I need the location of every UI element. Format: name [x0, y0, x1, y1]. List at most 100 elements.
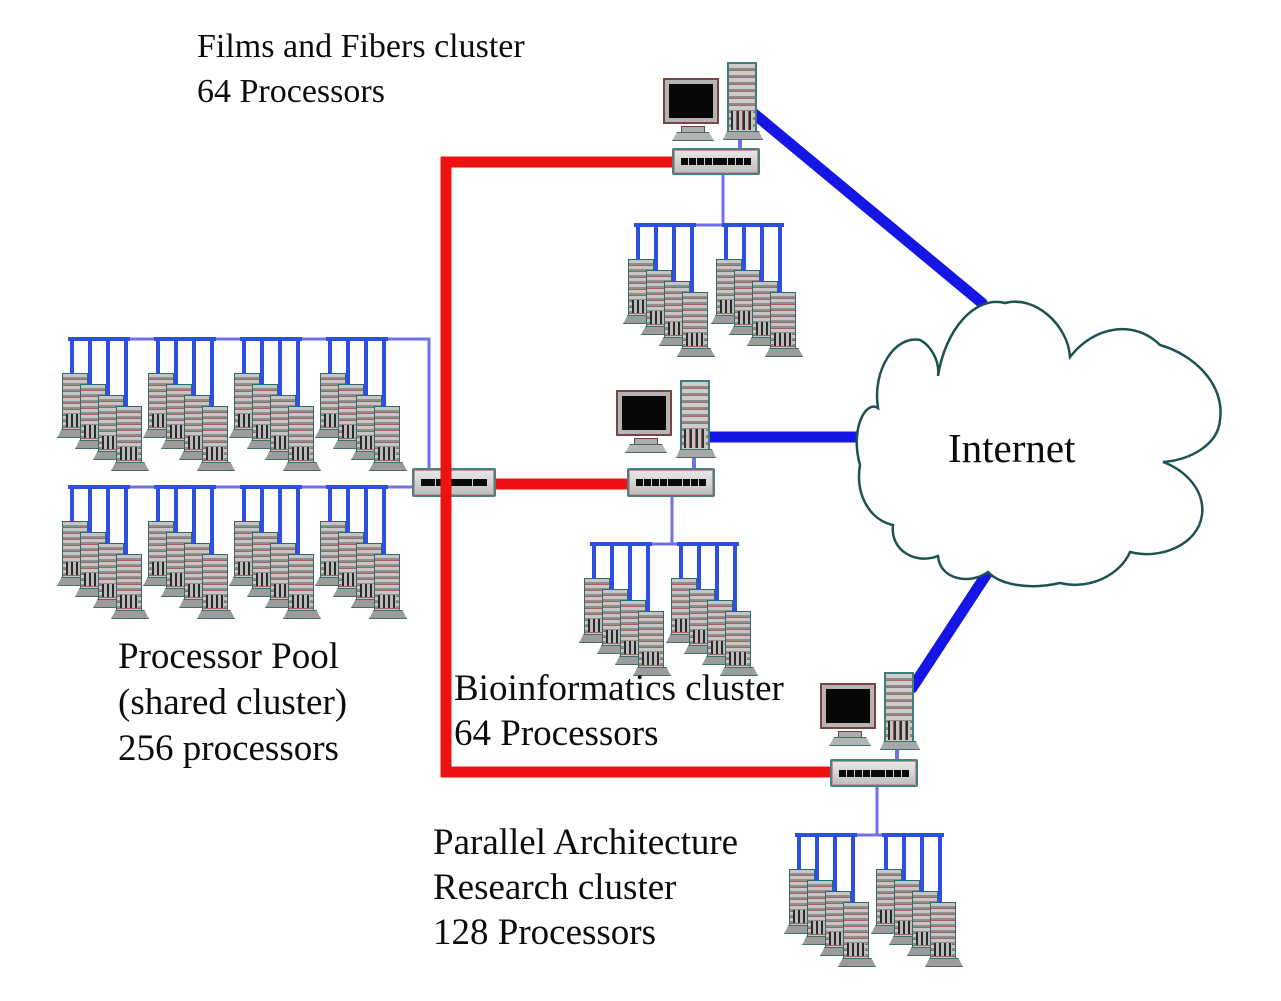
films-switch-icon — [672, 148, 760, 175]
bio-cluster-label-line2: 64 Processors — [454, 713, 659, 754]
switch-port — [862, 769, 870, 777]
pool-server-group — [148, 485, 240, 621]
cluster-cable-connector — [154, 485, 216, 489]
server-vent — [774, 333, 792, 346]
server-tower-icon — [288, 338, 314, 464]
switch-port — [683, 479, 691, 486]
processor-pool-label-line1: Processor Pool — [118, 636, 339, 677]
pool-server-group — [234, 485, 326, 621]
switch-port — [712, 158, 720, 165]
server-tower-icon — [682, 224, 708, 350]
cluster-cable-connector — [240, 485, 302, 489]
parallel-switch-icon — [830, 759, 918, 787]
server-tower-icon — [202, 338, 228, 464]
switch-port — [894, 769, 902, 777]
cluster-cable-connector — [795, 833, 857, 837]
processor-pool-label-line2: (shared cluster) — [118, 682, 348, 723]
server-vent — [934, 943, 952, 956]
server-tower-icon — [843, 834, 869, 960]
pool-server-group — [320, 485, 412, 621]
monitor-screen — [820, 683, 876, 729]
cluster-cable-connector — [68, 485, 130, 489]
server-vent — [378, 447, 396, 460]
bio-server-group — [584, 542, 676, 678]
pool-server-group — [62, 485, 154, 621]
cluster-cable-connector — [240, 337, 302, 341]
films-cluster-label: Films and Fibers cluster 64 Processors — [197, 24, 525, 114]
bio-switch-icon — [627, 468, 715, 497]
switch-port — [902, 769, 909, 777]
cluster-cable-connector — [326, 485, 388, 489]
parallel-cluster-bus — [800, 787, 935, 837]
bio-server-group — [671, 542, 763, 678]
switch-port — [704, 158, 712, 165]
switch-port — [886, 769, 894, 777]
switch-port — [443, 479, 451, 486]
server-vent — [206, 595, 224, 608]
server-tower-icon — [374, 338, 400, 464]
server-vent — [642, 652, 660, 665]
pool-server-group — [62, 337, 154, 473]
films-server-group — [628, 223, 720, 359]
server-tower-icon — [638, 543, 664, 669]
server-vent — [206, 447, 224, 460]
switch-port — [421, 479, 428, 486]
switch-port — [450, 479, 458, 486]
tower-pc-icon — [680, 380, 710, 452]
server-tower-icon — [202, 486, 228, 612]
cluster-cable-connector — [68, 337, 130, 341]
bio-workstation-icon — [616, 378, 718, 468]
switch-port — [736, 158, 744, 165]
server-tower-icon — [116, 338, 142, 464]
switch-port — [846, 769, 854, 777]
films-server-group — [716, 223, 808, 359]
tower-pc-icon — [727, 62, 757, 134]
server-vent — [686, 333, 704, 346]
bio-cluster-label-line1: Bioinformatics cluster — [454, 668, 784, 709]
monitor-screen — [616, 390, 672, 436]
switch-port — [688, 158, 696, 165]
switch-port — [699, 479, 706, 486]
server-vent — [120, 595, 138, 608]
server-vent — [292, 447, 310, 460]
server-vent — [378, 595, 396, 608]
switch-port — [667, 479, 675, 486]
monitor-screen — [663, 78, 719, 124]
films-workstation-icon — [663, 60, 765, 150]
films-cluster-bus — [650, 175, 770, 227]
pool-server-group — [320, 337, 412, 473]
switch-port — [720, 158, 728, 165]
switch-port — [839, 769, 846, 777]
switch-port — [681, 158, 688, 165]
monitor-icon — [663, 78, 721, 141]
monitor-icon — [820, 683, 878, 746]
parallel-cluster-label-line2: Research cluster — [433, 867, 677, 908]
switch-port — [691, 479, 699, 486]
monitor-icon — [616, 390, 674, 453]
pool-server-group — [148, 337, 240, 473]
switch-port — [457, 479, 465, 486]
server-tower-icon — [930, 834, 956, 960]
pool-central-switch-icon — [412, 468, 496, 497]
cluster-cable-connector — [882, 833, 944, 837]
switch-port — [728, 158, 736, 165]
server-tower-icon — [288, 486, 314, 612]
switch-port — [744, 158, 751, 165]
tower-pc-icon — [884, 672, 914, 744]
switch-port — [428, 479, 436, 486]
processor-pool-label-line3: 256 processors — [118, 728, 339, 769]
cluster-cable-connector — [326, 337, 388, 341]
switch-port — [651, 479, 659, 486]
films-cluster-label-line2: 64 Processors — [197, 73, 385, 110]
switch-port — [480, 479, 487, 486]
switch-port — [659, 479, 667, 486]
switch-port — [854, 769, 862, 777]
cluster-cable-connector — [154, 337, 216, 341]
server-vent — [847, 943, 865, 956]
cluster-cable-connector — [722, 223, 784, 227]
switch-port — [465, 479, 473, 486]
cluster-cable-connector — [590, 542, 652, 546]
parallel-internet-link — [906, 566, 994, 694]
parallel-cluster-label-line3: 128 Processors — [433, 912, 657, 953]
cluster-cable-connector — [634, 223, 696, 227]
